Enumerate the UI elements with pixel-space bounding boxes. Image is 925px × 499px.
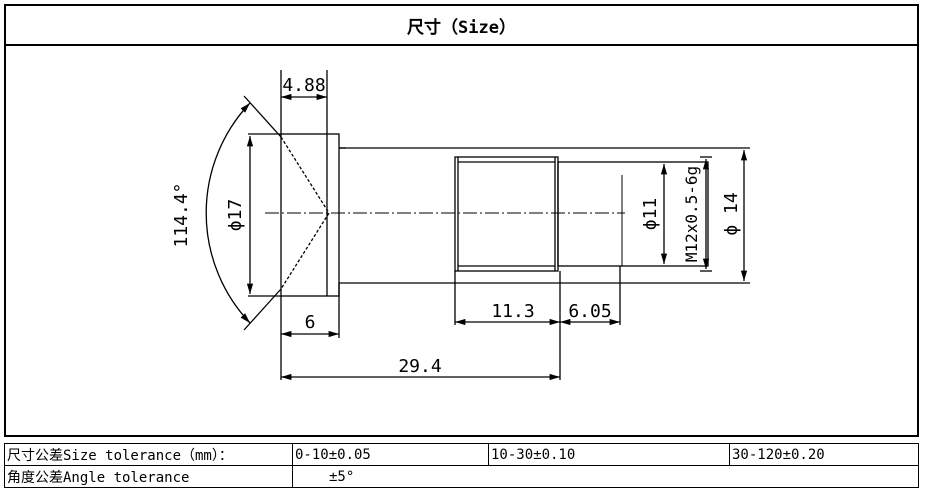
- tolerance-table: 尺寸公差Size tolerance（mm）： 0-10±0.05 10-30±…: [4, 443, 919, 488]
- dim-thread-length: 11.3: [491, 301, 534, 322]
- size-tolerance-label: 尺寸公差Size tolerance（mm）：: [4, 443, 293, 466]
- dim-tip-diameter: ϕ11: [640, 198, 661, 231]
- dim-cone-angle: 114.4°: [171, 182, 192, 247]
- dim-total-length: 29.4: [398, 356, 441, 377]
- table-row: 角度公差Angle tolerance ±5°: [4, 465, 919, 488]
- head-outline: [280, 133, 340, 297]
- dim-head-length: 4.88: [282, 75, 325, 96]
- size-range-cell: 10-30±0.10: [488, 443, 730, 466]
- drawing-area: [4, 44, 919, 437]
- dim-shank-diameter: ϕ 14: [721, 192, 742, 235]
- dim-tip-length: 6.05: [568, 301, 611, 322]
- size-range-cell: 0-10±0.05: [292, 443, 489, 466]
- angle-tolerance-label: 角度公差Angle tolerance: [4, 465, 293, 488]
- table-row: 尺寸公差Size tolerance（mm）： 0-10±0.05 10-30±…: [4, 443, 919, 466]
- dim-head-thickness: 6: [305, 312, 316, 333]
- page-title: 尺寸（Size）: [407, 17, 516, 38]
- angle-tolerance-value: ±5°: [292, 465, 919, 488]
- dim-head-diameter: ϕ17: [225, 199, 246, 232]
- size-range-cell: 30-120±0.20: [729, 443, 919, 466]
- thread-body: [454, 156, 559, 272]
- dim-thread-spec: M12x0.5-6g: [682, 166, 701, 262]
- angle-arc: [205, 102, 251, 324]
